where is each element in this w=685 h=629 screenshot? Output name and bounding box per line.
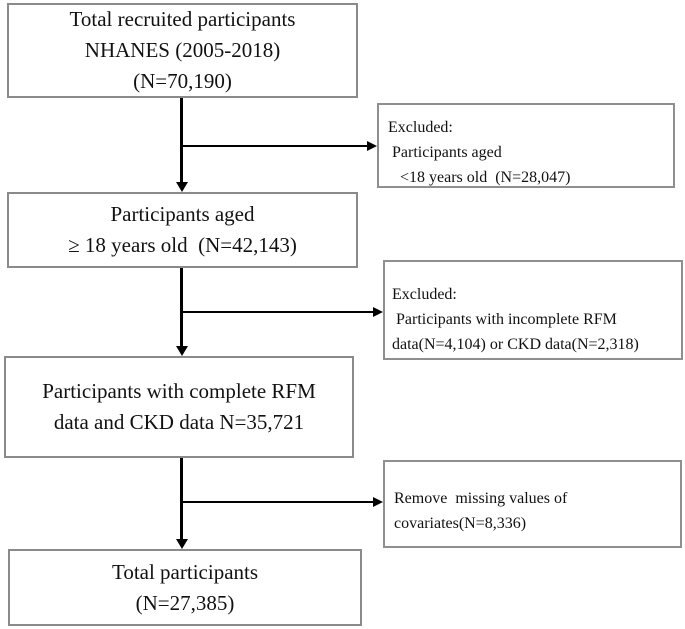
- box-excluded-age-line2: Participants aged: [388, 144, 502, 161]
- box-excluded-age: Excluded: Participants aged <18 years ol…: [377, 103, 675, 188]
- box-total-recruited: Total recruited participants NHANES (200…: [7, 3, 358, 98]
- box-removed-covariates-line2: covariates(N=8,336): [394, 515, 527, 532]
- box-total-participants-line2: (N=27,385): [135, 590, 235, 615]
- arrowhead-right-1-icon: [367, 141, 377, 151]
- connector-right-1: [182, 145, 367, 147]
- box-excluded-incomplete-data: Excluded: Participants with incomplete R…: [383, 260, 683, 360]
- connector-down-2: [180, 268, 183, 346]
- box-excluded-age-line1: Excluded:: [388, 119, 453, 136]
- connector-right-3: [182, 501, 373, 503]
- box-total-participants-line1: Total participants: [111, 559, 259, 584]
- box-total-participants: Total participants (N=27,385): [8, 549, 362, 626]
- arrowhead-down-1-icon: [176, 182, 188, 192]
- box-aged-18plus: Participants aged ≥ 18 years old (N=42,1…: [7, 192, 358, 268]
- box-excluded-incomplete-data-line2: Participants with incomplete RFM: [392, 311, 617, 328]
- box-total-recruited-line3: (N=70,190): [133, 69, 232, 93]
- arrowhead-right-3-icon: [373, 497, 383, 507]
- box-complete-data: Participants with complete RFM data and …: [4, 356, 354, 458]
- box-aged-18plus-line2: ≥ 18 years old (N=42,143): [68, 233, 297, 257]
- connector-down-3: [180, 458, 183, 539]
- connector-down-1: [180, 98, 183, 183]
- box-aged-18plus-line1: Participants aged: [110, 202, 255, 226]
- box-total-recruited-line2: NHANES (2005-2018): [84, 38, 281, 62]
- connector-right-2: [182, 311, 373, 313]
- box-total-recruited-line1: Total recruited participants: [69, 7, 296, 31]
- box-excluded-incomplete-data-line3: data(N=4,104) or CKD data(N=2,318): [392, 336, 639, 353]
- box-complete-data-line1: Participants with complete RFM: [42, 379, 316, 403]
- box-removed-covariates-line1: Remove missing values of: [394, 490, 568, 507]
- box-excluded-incomplete-data-line1: Excluded:: [392, 286, 457, 303]
- arrowhead-down-2-icon: [176, 346, 188, 356]
- box-removed-covariates: Remove missing values of covariates(N=8,…: [383, 460, 682, 548]
- box-complete-data-line2: data and CKD data N=35,721: [53, 410, 305, 434]
- arrowhead-down-3-icon: [176, 539, 188, 549]
- arrowhead-right-2-icon: [373, 307, 383, 317]
- box-excluded-age-line3: <18 years old (N=28,047): [388, 169, 571, 186]
